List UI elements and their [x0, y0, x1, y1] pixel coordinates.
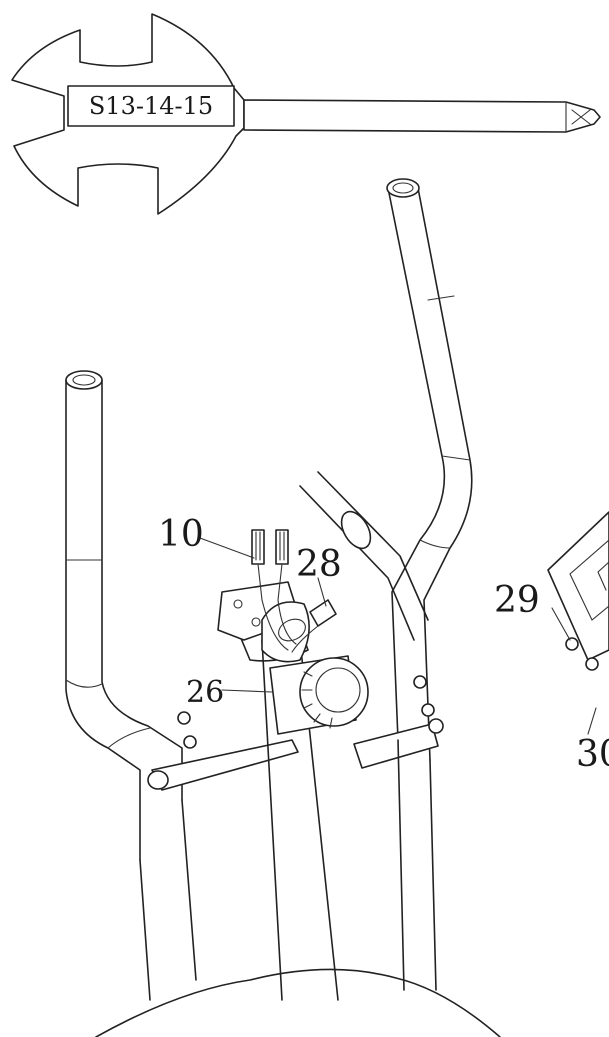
leader-29 [551, 607, 571, 641]
right-axle-nut [428, 718, 444, 734]
tool-label: S13-14-15 [89, 92, 213, 120]
console-computer [547, 511, 609, 671]
tool-label-box [67, 85, 235, 127]
leader-30 [587, 707, 597, 735]
console-bolt-2 [585, 657, 599, 671]
right-pivot-axle [353, 723, 439, 769]
left-axle-nut [147, 770, 169, 790]
callout-29: 29 [494, 580, 540, 621]
right-bolt-lower [421, 703, 435, 717]
phillips-tip-icon [565, 101, 591, 133]
resistance-knob-ridges [301, 671, 333, 729]
connector-wires [257, 563, 297, 651]
sensor-plug [309, 599, 337, 627]
console-support-tube [299, 471, 429, 641]
resistance-knob [299, 657, 369, 727]
callout-labels: 10 28 29 26 30 [158, 514, 609, 775]
wire-connectors [251, 529, 337, 653]
multi-wrench-tool: S13-14-15 [11, 13, 601, 215]
left-handlebar-cap [65, 370, 103, 390]
leader-10 [199, 537, 255, 559]
screwdriver-shaft [243, 99, 601, 133]
left-grip-seam [65, 559, 151, 749]
callout-26: 26 [186, 675, 224, 710]
console-mount-collar [261, 601, 310, 663]
left-pivot-axle [151, 739, 299, 791]
support-tube-opening [340, 510, 372, 550]
console-bolt-1 [565, 637, 579, 651]
right-handlebar [387, 187, 473, 761]
right-handlebar-cap [386, 178, 420, 198]
left-bolt-upper [177, 711, 191, 725]
resistance-knob-dial [315, 667, 361, 713]
left-bolt-lower [183, 735, 197, 749]
connector-right [275, 529, 289, 565]
callout-leaders [199, 537, 597, 735]
elliptical-frame [65, 178, 501, 1037]
leader-28 [317, 577, 327, 607]
callout-28: 28 [296, 544, 342, 585]
console-housing [547, 511, 609, 661]
leader-26 [221, 689, 273, 693]
console-screen [569, 539, 609, 621]
right-bolt-upper [413, 675, 427, 689]
base-shroud [95, 968, 501, 1037]
right-grip-seam [419, 295, 471, 549]
callout-10: 10 [158, 514, 204, 555]
connector-left [251, 529, 265, 565]
base-legs [139, 739, 437, 1001]
callout-30: 30 [576, 734, 609, 775]
